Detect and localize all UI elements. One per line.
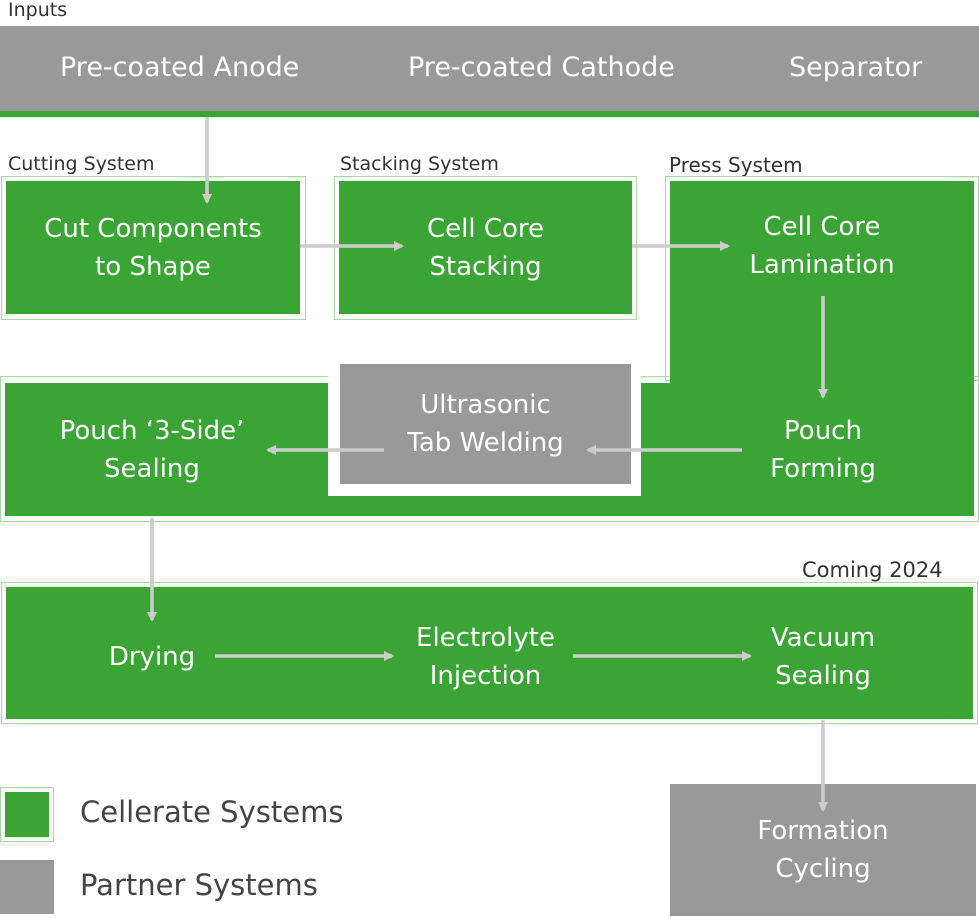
coming-2024-outline xyxy=(1,582,978,724)
legend-cellerate-label: Cellerate Systems xyxy=(80,795,344,829)
stacking-system-label: Stacking System xyxy=(340,153,499,175)
vacuum-sealing-label: Vacuum Sealing xyxy=(770,623,876,691)
pouch-3side-sealing-label: Pouch ‘3-Side’ Sealing xyxy=(59,416,245,484)
formation-cycling-box: Formation Cycling xyxy=(670,784,976,916)
legend-partner-swatch xyxy=(0,860,54,914)
coming-2024-label: Coming 2024 xyxy=(802,558,943,582)
legend-partner-label: Partner Systems xyxy=(80,868,318,902)
electrolyte-injection-label: Electrolyte Injection xyxy=(416,623,555,691)
stacking-system-outline xyxy=(334,176,637,320)
cut-components-box: Cut Components to Shape xyxy=(6,181,300,314)
cell-core-stacking-box: Cell Core Stacking xyxy=(339,181,632,314)
cell-core-lamination-box: Cell Core Lamination xyxy=(670,181,974,393)
inputs-accent-line xyxy=(0,111,979,117)
cutting-system-label: Cutting System xyxy=(8,153,155,175)
pouch-forming-label: Pouch Forming xyxy=(770,416,876,484)
drying-label: Drying xyxy=(108,642,196,672)
ultrasonic-welding-box: Ultrasonic Tab Welding xyxy=(340,364,631,484)
legend-cellerate-outline xyxy=(0,787,54,842)
coming-2024-band xyxy=(6,587,973,719)
input-cathode: Pre-coated Cathode xyxy=(408,52,675,83)
press-system-label: Press System xyxy=(669,153,803,177)
inputs-label: Inputs xyxy=(8,0,68,21)
cutting-system-outline xyxy=(1,176,306,320)
legend-cellerate-swatch xyxy=(5,792,49,837)
inputs-bar: Pre-coated Anode Pre-coated Cathode Sepa… xyxy=(0,26,979,111)
input-separator: Separator xyxy=(789,52,923,83)
input-anode: Pre-coated Anode xyxy=(60,52,300,83)
